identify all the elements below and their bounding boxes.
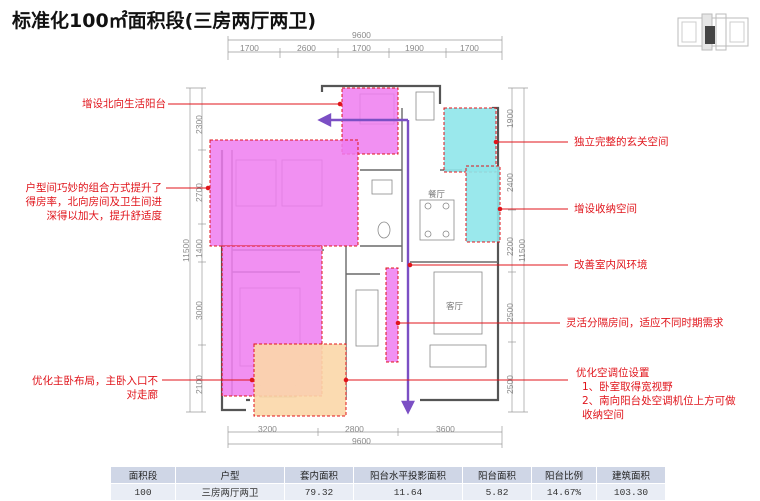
annotation-ac-title: 优化空调位设置 (576, 367, 650, 379)
table-cell: 100 (110, 483, 176, 501)
annotation-north-balcony: 增设北向生活阳台 (82, 98, 166, 110)
area-data-table: 面积段 户型 套内面积 阳台水平投影面积 阳台面积 阳台比例 建筑面积 100 … (110, 466, 666, 501)
key-plan-thumbnail (677, 13, 749, 51)
dim-left-total: 11500 (181, 238, 191, 262)
annotation-storage: 增设收纳空间 (574, 203, 637, 215)
dim-right-1: 1900 (505, 109, 515, 128)
dim-right-5: 2500 (505, 375, 515, 394)
dim-bottom-1: 3200 (258, 424, 277, 434)
dim-bottom-3: 3600 (436, 424, 455, 434)
table-header: 阳台面积 (462, 466, 532, 484)
annotation-master: 优化主卧布局，主卧入口不对走廊 (32, 375, 158, 401)
page-title: 标准化100㎡面积段(三房两厅两卫) (12, 10, 317, 32)
table-header: 阳台比例 (531, 466, 597, 484)
table-header-row: 面积段 户型 套内面积 阳台水平投影面积 阳台面积 阳台比例 建筑面积 (110, 466, 666, 484)
dim-top-3: 1700 (352, 43, 371, 53)
dim-top-2: 2600 (297, 43, 316, 53)
table-row: 100 三房两厅两卫 79.32 11.64 5.82 14.67% 103.3… (110, 483, 666, 501)
table-header: 户型 (175, 466, 285, 484)
room-label-living: 客厅 (446, 301, 464, 311)
dim-bottom-2: 2800 (345, 424, 364, 434)
dim-right-3: 2200 (505, 237, 515, 256)
table-cell: 三房两厅两卫 (175, 483, 285, 501)
annotation-combo: 户型间巧妙的组合方式提升了得房率，北向房间及卫生间进深得以加大，提升舒适度 (25, 182, 163, 222)
annotation-entrance: 独立完整的玄关空间 (574, 136, 669, 148)
dim-right-2: 2400 (505, 173, 515, 192)
dim-top-4: 1900 (405, 43, 424, 53)
dim-left-3: 1400 (194, 239, 204, 258)
dim-top-total: 9600 (352, 30, 371, 40)
dim-left-5: 2100 (194, 375, 204, 394)
room-label-dining: 餐厅 (428, 189, 446, 199)
table-header: 阳台水平投影面积 (353, 466, 463, 484)
dim-left-4: 3000 (194, 301, 204, 320)
table-cell: 79.32 (284, 483, 354, 501)
annotation-partition: 灵活分隔房间，适应不同时期需求 (566, 317, 724, 329)
dim-top-5: 1700 (460, 43, 479, 53)
table-header: 套内面积 (284, 466, 354, 484)
dim-top-1: 1700 (240, 43, 259, 53)
table-cell: 14.67% (531, 483, 597, 501)
table-cell: 103.30 (596, 483, 666, 501)
dim-right-total: 11500 (517, 238, 527, 262)
dim-left-2: 2700 (194, 183, 204, 202)
dim-right-4: 2500 (505, 303, 515, 322)
dim-bottom-total: 9600 (352, 436, 371, 446)
table-header: 建筑面积 (596, 466, 666, 484)
dim-left-1: 2300 (194, 115, 204, 134)
table-header: 面积段 (110, 466, 176, 484)
annotation-ventilation: 改善室内风环境 (574, 259, 648, 271)
annotation-ac-2: 2、南向阳台处空调机位上方可做收纳空间 (582, 395, 736, 421)
annotation-ac-1: 1、卧室取得宽视野 (582, 381, 673, 393)
table-cell: 5.82 (462, 483, 532, 501)
